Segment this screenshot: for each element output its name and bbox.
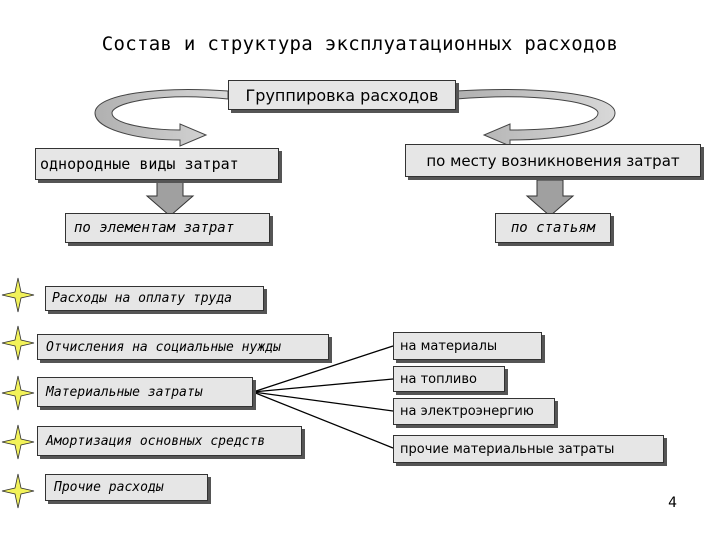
right-item: на электроэнергию — [393, 398, 555, 425]
arrow-down-left — [145, 179, 195, 217]
right-branch-sub: по статьям — [495, 213, 611, 243]
page-number: 4 — [668, 495, 677, 511]
left-branch-header: однородные виды затрат — [35, 148, 279, 180]
star-icons — [1, 277, 35, 509]
star-icon — [1, 325, 35, 361]
left-branch-sub: по элементам затрат — [65, 213, 270, 243]
curved-arrow-left — [94, 89, 229, 147]
diagram-title: Состав и структура эксплуатационных расх… — [101, 33, 619, 55]
star-icon — [1, 375, 35, 411]
left-item: Амортизация основных средств — [37, 426, 302, 456]
star-icon — [1, 473, 35, 509]
left-item: Прочие расходы — [45, 474, 208, 501]
left-item: Расходы на оплату труда — [45, 286, 264, 311]
left-item: Отчисления на социальные нужды — [37, 334, 329, 360]
right-item: на топливо — [393, 366, 505, 392]
star-icon — [1, 277, 35, 313]
right-item: прочие материальные затраты — [393, 435, 664, 463]
arrow-down-right — [525, 179, 575, 217]
curved-arrow-right — [455, 89, 616, 147]
right-branch-header: по месту возникновения затрат — [405, 144, 701, 177]
fan-lines — [252, 345, 394, 449]
right-item: на материалы — [393, 332, 542, 360]
left-item: Материальные затраты — [37, 377, 253, 407]
star-icon — [1, 424, 35, 460]
grouping-box: Группировка расходов — [228, 80, 456, 110]
